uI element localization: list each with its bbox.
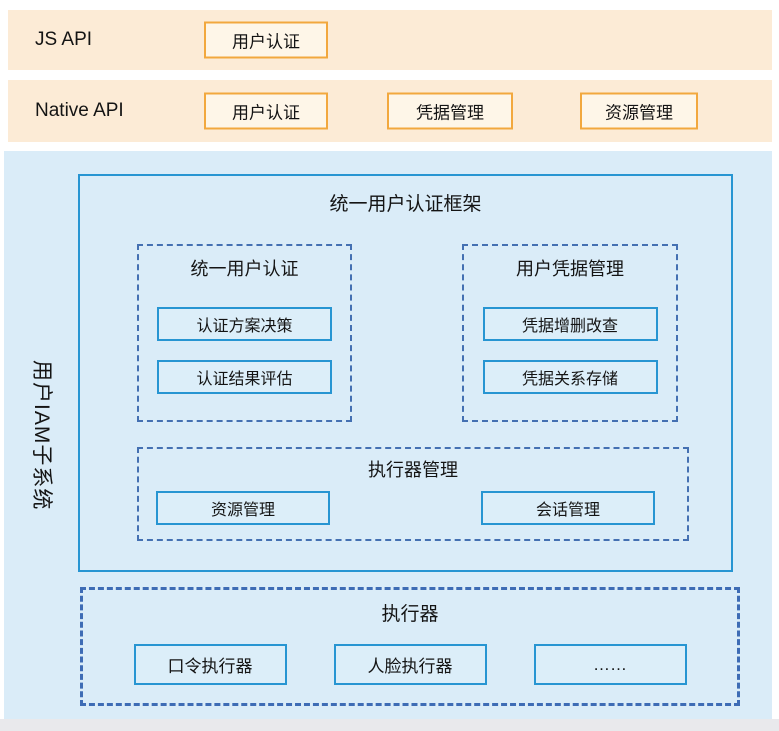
group-credential-mgmt: 用户凭据管理 凭据增删改查 凭据关系存储 <box>462 244 678 422</box>
feature-label: 凭据增删改查 <box>521 318 618 335</box>
page-bottom-edge <box>0 719 779 731</box>
api-row-native-label: Native API <box>35 100 124 121</box>
api-box-credential-mgmt: 凭据管理 <box>387 92 513 130</box>
auth-framework-title: 统一用户认证框架 <box>329 194 482 215</box>
feature-label: 会话管理 <box>535 502 600 519</box>
executor-title: 执行器 <box>381 604 439 625</box>
feature-auth-result-evaluation: 认证结果评估 <box>157 360 332 394</box>
api-row-native: Native API 用户认证 凭据管理 资源管理 <box>8 80 772 142</box>
api-box-user-auth: 用户认证 <box>204 21 328 59</box>
feature-credential-crud: 凭据增删改查 <box>482 307 658 341</box>
group-unified-auth: 统一用户认证 认证方案决策 认证结果评估 <box>137 244 352 422</box>
api-box-label: 凭据管理 <box>416 103 484 123</box>
executor-password: 口令执行器 <box>133 644 287 685</box>
auth-framework-box: 统一用户认证框架 统一用户认证 认证方案决策 认证结果评估 用户凭据管理 凭据增… <box>78 174 733 572</box>
api-row-js: JS API 用户认证 <box>8 10 772 70</box>
api-row-js-label: JS API <box>35 29 93 50</box>
iam-subsystem-label: 用户IAM子系统 <box>30 359 53 511</box>
feature-label: 认证方案决策 <box>196 318 293 335</box>
executor-more: …… <box>533 644 687 685</box>
api-box-label: 用户认证 <box>232 32 300 52</box>
executor-box: 执行器 口令执行器 人脸执行器 …… <box>80 587 740 706</box>
feature-session-mgmt: 会话管理 <box>481 491 655 525</box>
group-title: 用户凭据管理 <box>516 259 624 279</box>
executor-face: 人脸执行器 <box>333 644 487 685</box>
feature-label: 资源管理 <box>210 502 275 519</box>
feature-resource-mgmt: 资源管理 <box>156 491 330 525</box>
api-box-resource-mgmt: 资源管理 <box>580 92 698 130</box>
executor-label: 口令执行器 <box>167 657 253 676</box>
group-title: 统一用户认证 <box>190 259 299 279</box>
feature-label: 认证结果评估 <box>196 371 293 388</box>
feature-credential-relation-storage: 凭据关系存储 <box>482 360 658 394</box>
api-box-label: 资源管理 <box>605 103 673 123</box>
feature-auth-scheme-decision: 认证方案决策 <box>157 307 332 341</box>
api-box-label: 用户认证 <box>232 103 300 123</box>
group-executor-mgmt: 执行器管理 资源管理 会话管理 <box>137 447 689 541</box>
executor-label: …… <box>593 654 627 674</box>
executor-label: 人脸执行器 <box>367 657 453 676</box>
group-title: 执行器管理 <box>368 460 458 480</box>
feature-label: 凭据关系存储 <box>521 371 618 388</box>
iam-subsystem-panel: 用户IAM子系统 统一用户认证框架 统一用户认证 认证方案决策 认证结果评估 用… <box>4 151 772 719</box>
executor-items: 口令执行器 人脸执行器 …… <box>83 644 737 685</box>
api-box-user-auth: 用户认证 <box>204 92 328 130</box>
